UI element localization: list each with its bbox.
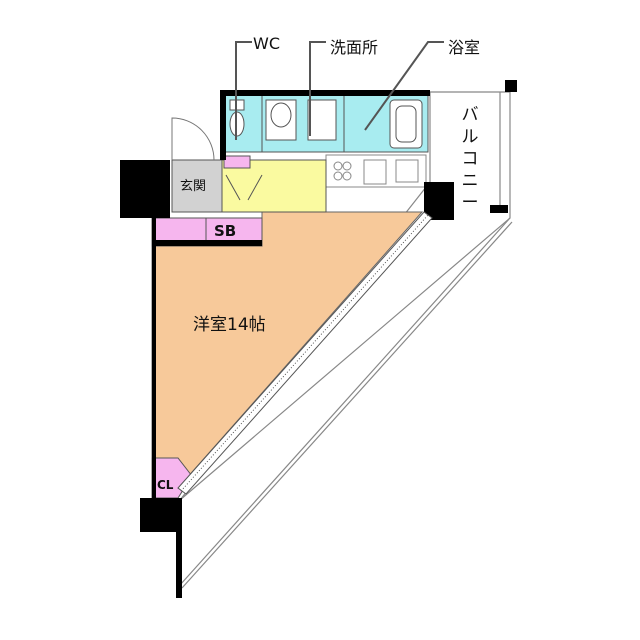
bathtub-fixture xyxy=(389,99,423,149)
kitchen xyxy=(325,154,427,188)
entrance-floor xyxy=(171,159,223,213)
bathroom-callout-label: 浴室 xyxy=(448,38,481,57)
walls xyxy=(120,80,517,598)
sink-fixture xyxy=(265,99,337,141)
entrance-label: 玄関 xyxy=(180,179,207,194)
passage-door-swing xyxy=(225,174,263,201)
closet-label: CL xyxy=(157,478,174,492)
kitchen-passage xyxy=(221,159,327,213)
entrance-door-swing xyxy=(171,117,215,161)
callout-leaders xyxy=(235,41,444,140)
main-room-label: 洋室14帖 xyxy=(193,315,266,335)
washroom-shelf xyxy=(223,155,251,169)
balcony-label: バルコニー xyxy=(461,105,479,213)
storage-label: SB xyxy=(214,222,237,240)
wc-callout-label: WC xyxy=(253,34,280,53)
washroom-callout-label: 洗面所 xyxy=(330,38,379,57)
